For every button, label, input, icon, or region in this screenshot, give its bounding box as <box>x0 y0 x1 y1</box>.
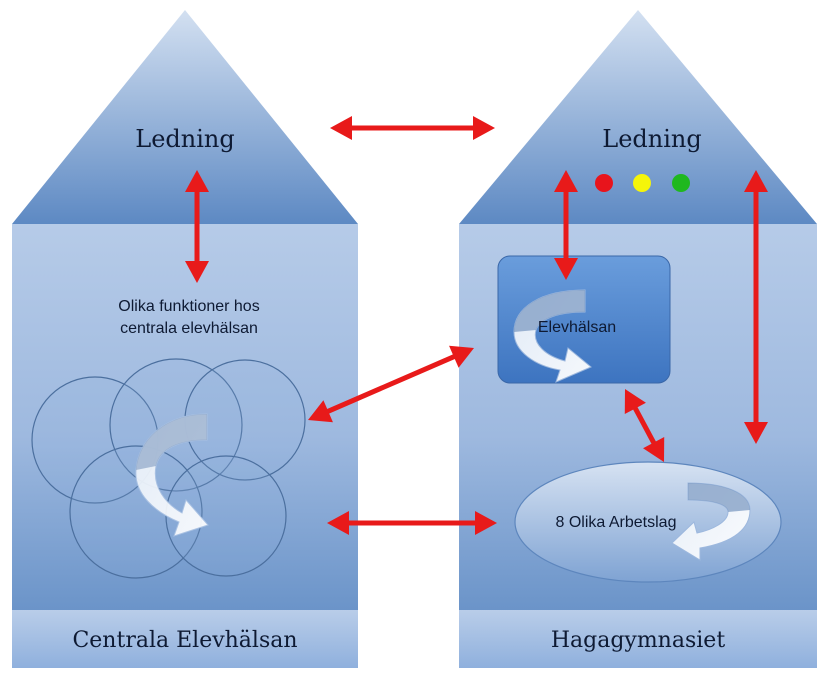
arrow-circles-to-arbetslag <box>327 511 497 535</box>
status-dot-red <box>595 174 613 192</box>
ellipse-cycle-arrow-icon <box>671 482 751 561</box>
arrow-circles-to-elevhalsan <box>308 345 474 423</box>
left-cycle-arrow-icon <box>135 413 209 537</box>
right-roof <box>459 10 817 224</box>
left-house-footer <box>12 610 358 668</box>
status-dot-yellow <box>633 174 651 192</box>
left-roof <box>12 10 358 224</box>
status-dots <box>595 174 690 192</box>
arrow-ledning-to-ledning <box>330 116 495 140</box>
arrow-ledning-to-arbetslag <box>744 170 768 444</box>
connection-arrows <box>185 116 768 535</box>
right-house-footer <box>459 610 817 668</box>
box-cycle-arrow-icon <box>513 289 592 383</box>
function-circle <box>69 445 203 579</box>
arrow-right-ledning-to-elevhalsan <box>554 170 578 280</box>
status-dot-green <box>672 174 690 192</box>
left-house: Ledning Olika funktioner hos centrala el… <box>12 10 358 668</box>
arrow-elevhalsan-to-arbetslag <box>624 389 665 462</box>
right-house: Ledning Elevhälsan 8 Olika Arbetslag Hag… <box>459 10 817 668</box>
arrow-left-ledning-to-functions <box>185 170 209 283</box>
